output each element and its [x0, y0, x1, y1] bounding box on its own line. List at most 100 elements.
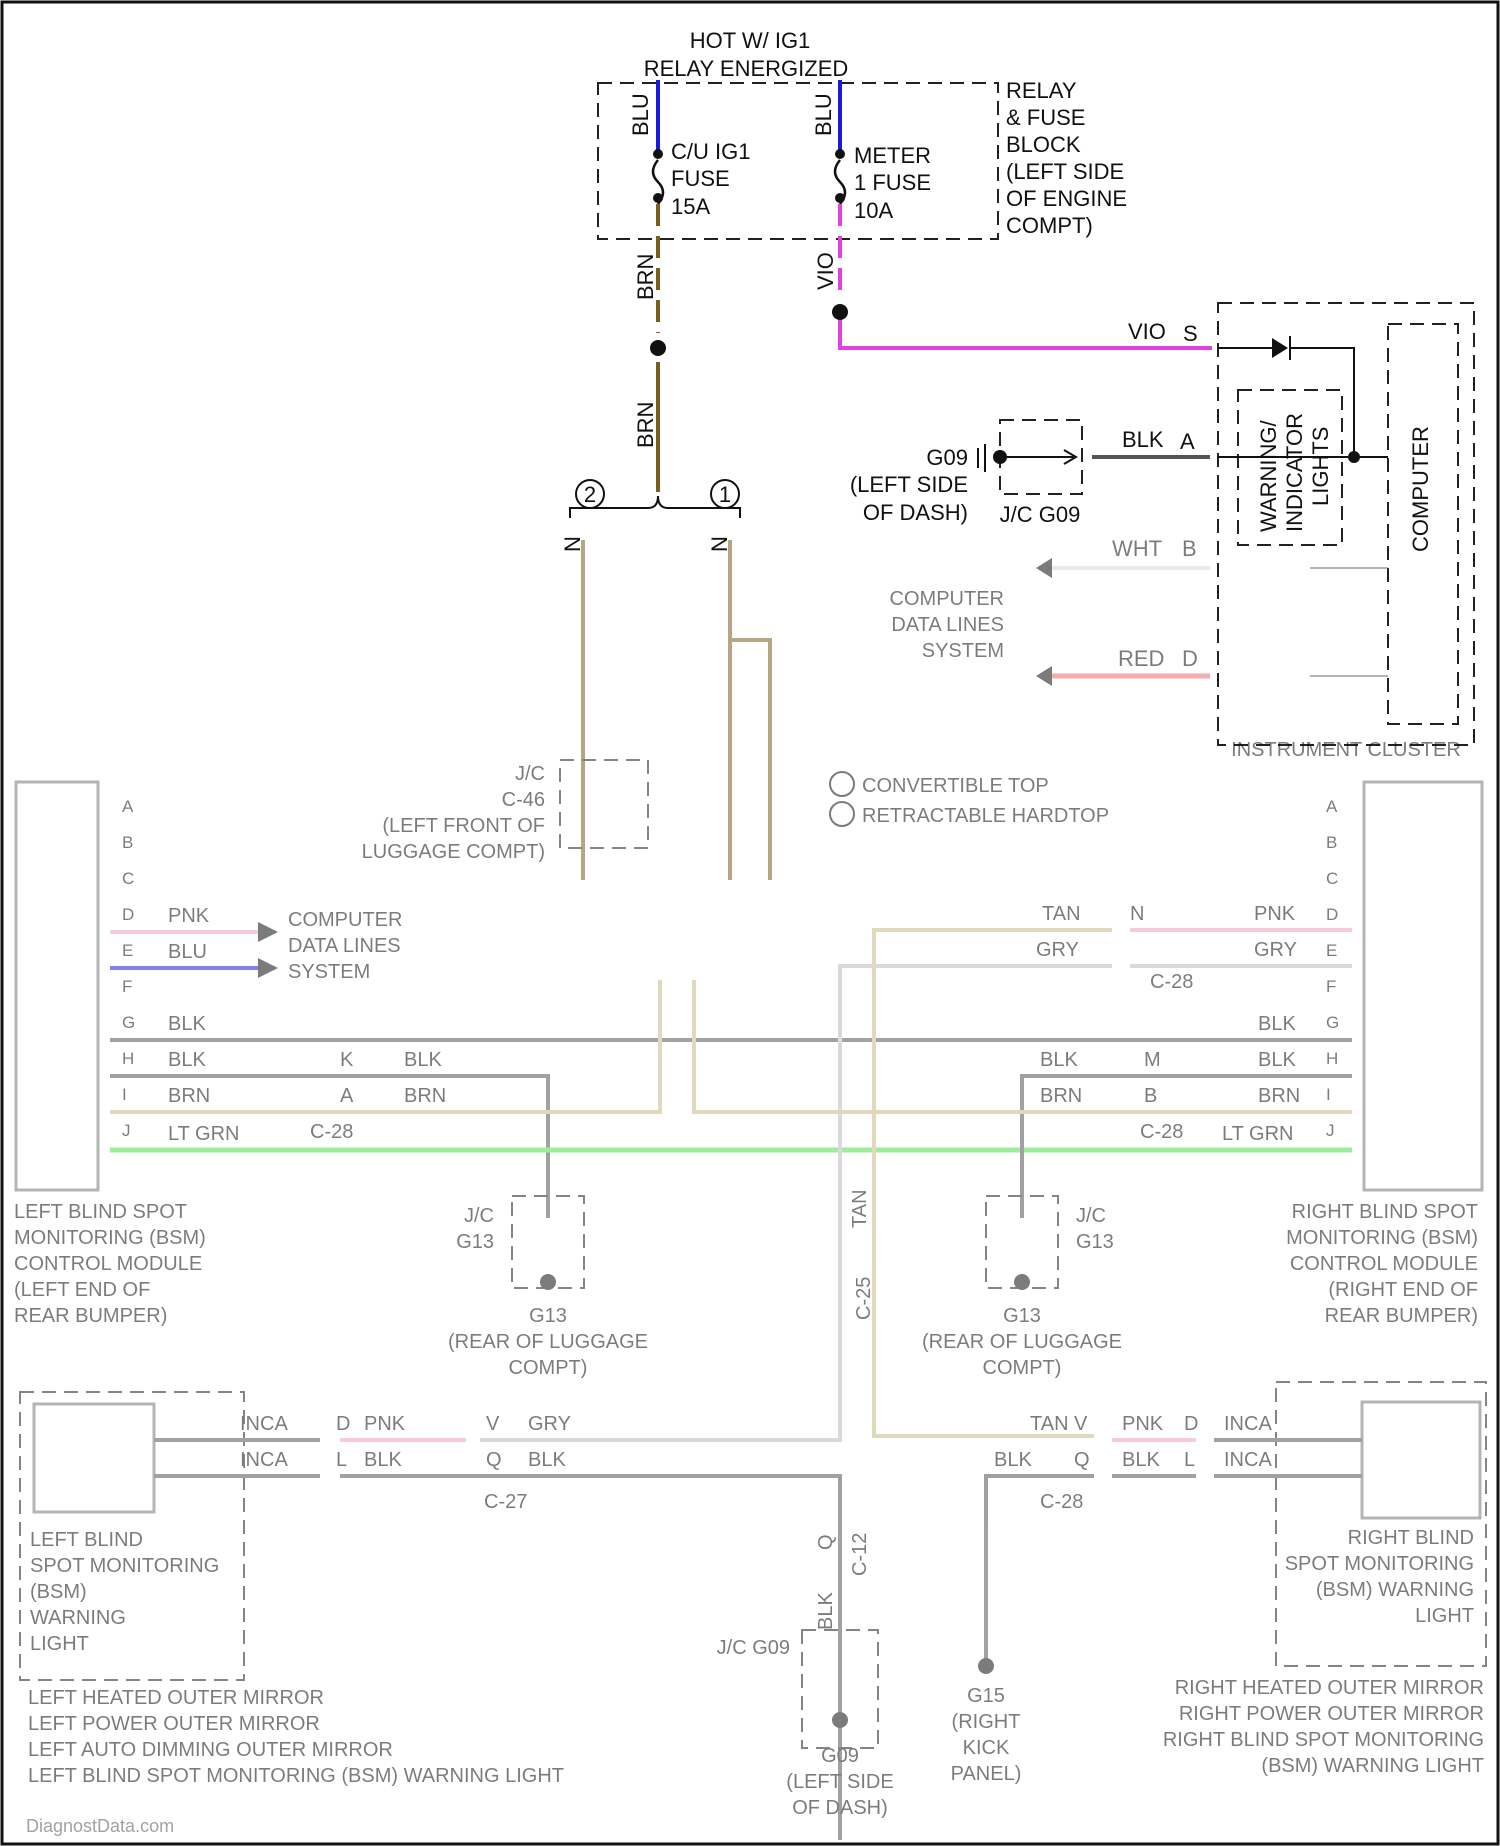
- svg-text:LIGHTS: LIGHTS: [1308, 427, 1333, 506]
- splice-vio: [832, 304, 848, 320]
- wire-label-red: RED: [1118, 646, 1164, 671]
- svg-text:LIGHT: LIGHT: [30, 1633, 89, 1655]
- svg-text:COMPT): COMPT): [983, 1357, 1062, 1379]
- computer-label: COMPUTER: [1408, 426, 1433, 552]
- svg-text:(LEFT END OF: (LEFT END OF: [14, 1279, 150, 1301]
- svg-text:J: J: [122, 1121, 131, 1140]
- left-warning-light-box: [34, 1404, 154, 1512]
- wire-label-left-pnk: PNK: [168, 905, 210, 927]
- wire-label-right-h-blk-2: BLK: [1040, 1049, 1078, 1071]
- pin-label-right-d: D: [1184, 1413, 1198, 1435]
- right-bsm-module-box: [1364, 782, 1482, 1190]
- svg-text:LEFT BLIND SPOT: LEFT BLIND SPOT: [14, 1201, 187, 1223]
- svg-text:J/C: J/C: [515, 763, 545, 785]
- svg-text:G: G: [122, 1013, 135, 1032]
- svg-text:SPOT MONITORING: SPOT MONITORING: [1285, 1553, 1474, 1575]
- pin-label-right-l: L: [1184, 1449, 1195, 1471]
- wire-label-left-blk-bottom-2: BLK: [528, 1449, 566, 1471]
- conn-pin-k: K: [340, 1049, 354, 1071]
- wire-label-right-pnk: PNK: [1254, 903, 1296, 925]
- svg-text:LEFT AUTO DIMMING OUTER MIRROR: LEFT AUTO DIMMING OUTER MIRROR: [28, 1739, 393, 1761]
- pin-label-b: B: [1182, 536, 1197, 561]
- svg-text:(BSM) WARNING LIGHT: (BSM) WARNING LIGHT: [1261, 1755, 1484, 1777]
- svg-text:RETRACTABLE HARDTOP: RETRACTABLE HARDTOP: [862, 805, 1109, 827]
- svg-text:LIGHT: LIGHT: [1415, 1605, 1474, 1627]
- wire-label-left-pnk-bottom: PNK: [364, 1413, 406, 1435]
- wire-label-gry: GRY: [1036, 939, 1079, 961]
- svg-text:COMPT): COMPT): [1006, 213, 1093, 238]
- wire-label-right-lt-grn: LT GRN: [1222, 1123, 1294, 1145]
- svg-text:LEFT BLIND: LEFT BLIND: [30, 1529, 143, 1551]
- pin-label-d: D: [1182, 646, 1198, 671]
- svg-text:C: C: [1326, 869, 1338, 888]
- wire-label-left-h-blk-2: BLK: [404, 1049, 442, 1071]
- pin-label-s: S: [1183, 321, 1198, 346]
- svg-text:METER: METER: [854, 143, 931, 168]
- svg-text:DATA LINES: DATA LINES: [891, 614, 1004, 636]
- wire-label-brn-1: BRN: [633, 254, 658, 300]
- fuse2-terminal-top: [835, 149, 845, 159]
- pin-label-right-v: V: [1074, 1413, 1088, 1435]
- svg-text:C: C: [122, 869, 134, 888]
- wire-label-blu-2: BLU: [811, 93, 836, 136]
- svg-text:RIGHT HEATED OUTER MIRROR: RIGHT HEATED OUTER MIRROR: [1175, 1677, 1484, 1699]
- svg-text:WARNING/: WARNING/: [1256, 419, 1281, 532]
- svg-text:LEFT POWER OUTER MIRROR: LEFT POWER OUTER MIRROR: [28, 1713, 320, 1735]
- svg-text:COMPT): COMPT): [509, 1357, 588, 1379]
- conn-pin-n: N: [1130, 903, 1144, 925]
- svg-text:SYSTEM: SYSTEM: [288, 961, 370, 983]
- svg-text:G: G: [1326, 1013, 1339, 1032]
- svg-text:(LEFT SIDE: (LEFT SIDE: [1006, 159, 1124, 184]
- fuse1-terminal-bottom: [653, 193, 663, 203]
- svg-text:G09: G09: [926, 445, 968, 470]
- conn-pin-b: B: [1144, 1085, 1157, 1107]
- svg-text:10A: 10A: [854, 198, 893, 223]
- svg-text:J/C: J/C: [464, 1205, 494, 1227]
- svg-text:B: B: [1326, 833, 1337, 852]
- svg-text:F: F: [1326, 977, 1336, 996]
- svg-text:G13: G13: [456, 1231, 494, 1253]
- left-bsm-module-box: [16, 782, 98, 1190]
- svg-text:REAR BUMPER): REAR BUMPER): [1325, 1305, 1478, 1327]
- svg-text:H: H: [122, 1049, 134, 1068]
- wire-label-left-lt-grn: LT GRN: [168, 1123, 240, 1145]
- svg-text:J/C: J/C: [1076, 1205, 1106, 1227]
- wire-label-left-inca-2: INCA: [240, 1449, 288, 1471]
- instrument-cluster-label: INSTRUMENT CLUSTER: [1231, 739, 1461, 761]
- svg-text:PANEL): PANEL): [951, 1763, 1022, 1785]
- svg-text:RIGHT BLIND SPOT: RIGHT BLIND SPOT: [1292, 1201, 1478, 1223]
- svg-text:(LEFT SIDE: (LEFT SIDE: [786, 1771, 893, 1793]
- svg-text:G13: G13: [1003, 1305, 1041, 1327]
- svg-text:(LEFT FRONT OF: (LEFT FRONT OF: [382, 815, 545, 837]
- wire-label-left-g-blk: BLK: [168, 1013, 206, 1035]
- svg-text:I: I: [1326, 1085, 1331, 1104]
- wire-label-vio-1: VIO: [813, 252, 838, 290]
- g13-right-ground: [1014, 1274, 1030, 1290]
- svg-text:LEFT HEATED OUTER MIRROR: LEFT HEATED OUTER MIRROR: [28, 1687, 324, 1709]
- svg-text:C/U IG1: C/U IG1: [671, 139, 750, 164]
- jc-g09-bottom-label: J/C G09: [717, 1637, 790, 1659]
- option-circle-2-label: 2: [584, 482, 596, 507]
- svg-text:OF ENGINE: OF ENGINE: [1006, 186, 1127, 211]
- splice-brn: [650, 340, 666, 356]
- svg-text:CONTROL MODULE: CONTROL MODULE: [1290, 1253, 1478, 1275]
- svg-text:(REAR OF LUGGAGE: (REAR OF LUGGAGE: [922, 1331, 1122, 1353]
- svg-text:(RIGHT END OF: (RIGHT END OF: [1328, 1279, 1478, 1301]
- wire-label-right-i-brn-2: BRN: [1040, 1085, 1082, 1107]
- wire-label-tan-vertical: TAN: [849, 1189, 871, 1228]
- svg-text:1 FUSE: 1 FUSE: [854, 170, 931, 195]
- pin-label-left-l: L: [336, 1449, 347, 1471]
- wire-label-left-i-brn-2: BRN: [404, 1085, 446, 1107]
- svg-text:MONITORING (BSM): MONITORING (BSM): [1286, 1227, 1478, 1249]
- svg-text:LEFT BLIND SPOT MONITORING (BS: LEFT BLIND SPOT MONITORING (BSM) WARNING…: [28, 1765, 564, 1787]
- conn-c27: C-27: [484, 1491, 527, 1513]
- wire-label-right-h-blk: BLK: [1258, 1049, 1296, 1071]
- svg-text:C-46: C-46: [502, 789, 545, 811]
- svg-text:(BSM): (BSM): [30, 1581, 87, 1603]
- wire-label-left-gry-bottom: GRY: [528, 1413, 571, 1435]
- svg-text:A: A: [1326, 797, 1338, 816]
- svg-text:B: B: [122, 833, 133, 852]
- g15-ground: [978, 1658, 994, 1674]
- svg-text:LUGGAGE COMPT): LUGGAGE COMPT): [362, 841, 545, 863]
- svg-text:& FUSE: & FUSE: [1006, 105, 1085, 130]
